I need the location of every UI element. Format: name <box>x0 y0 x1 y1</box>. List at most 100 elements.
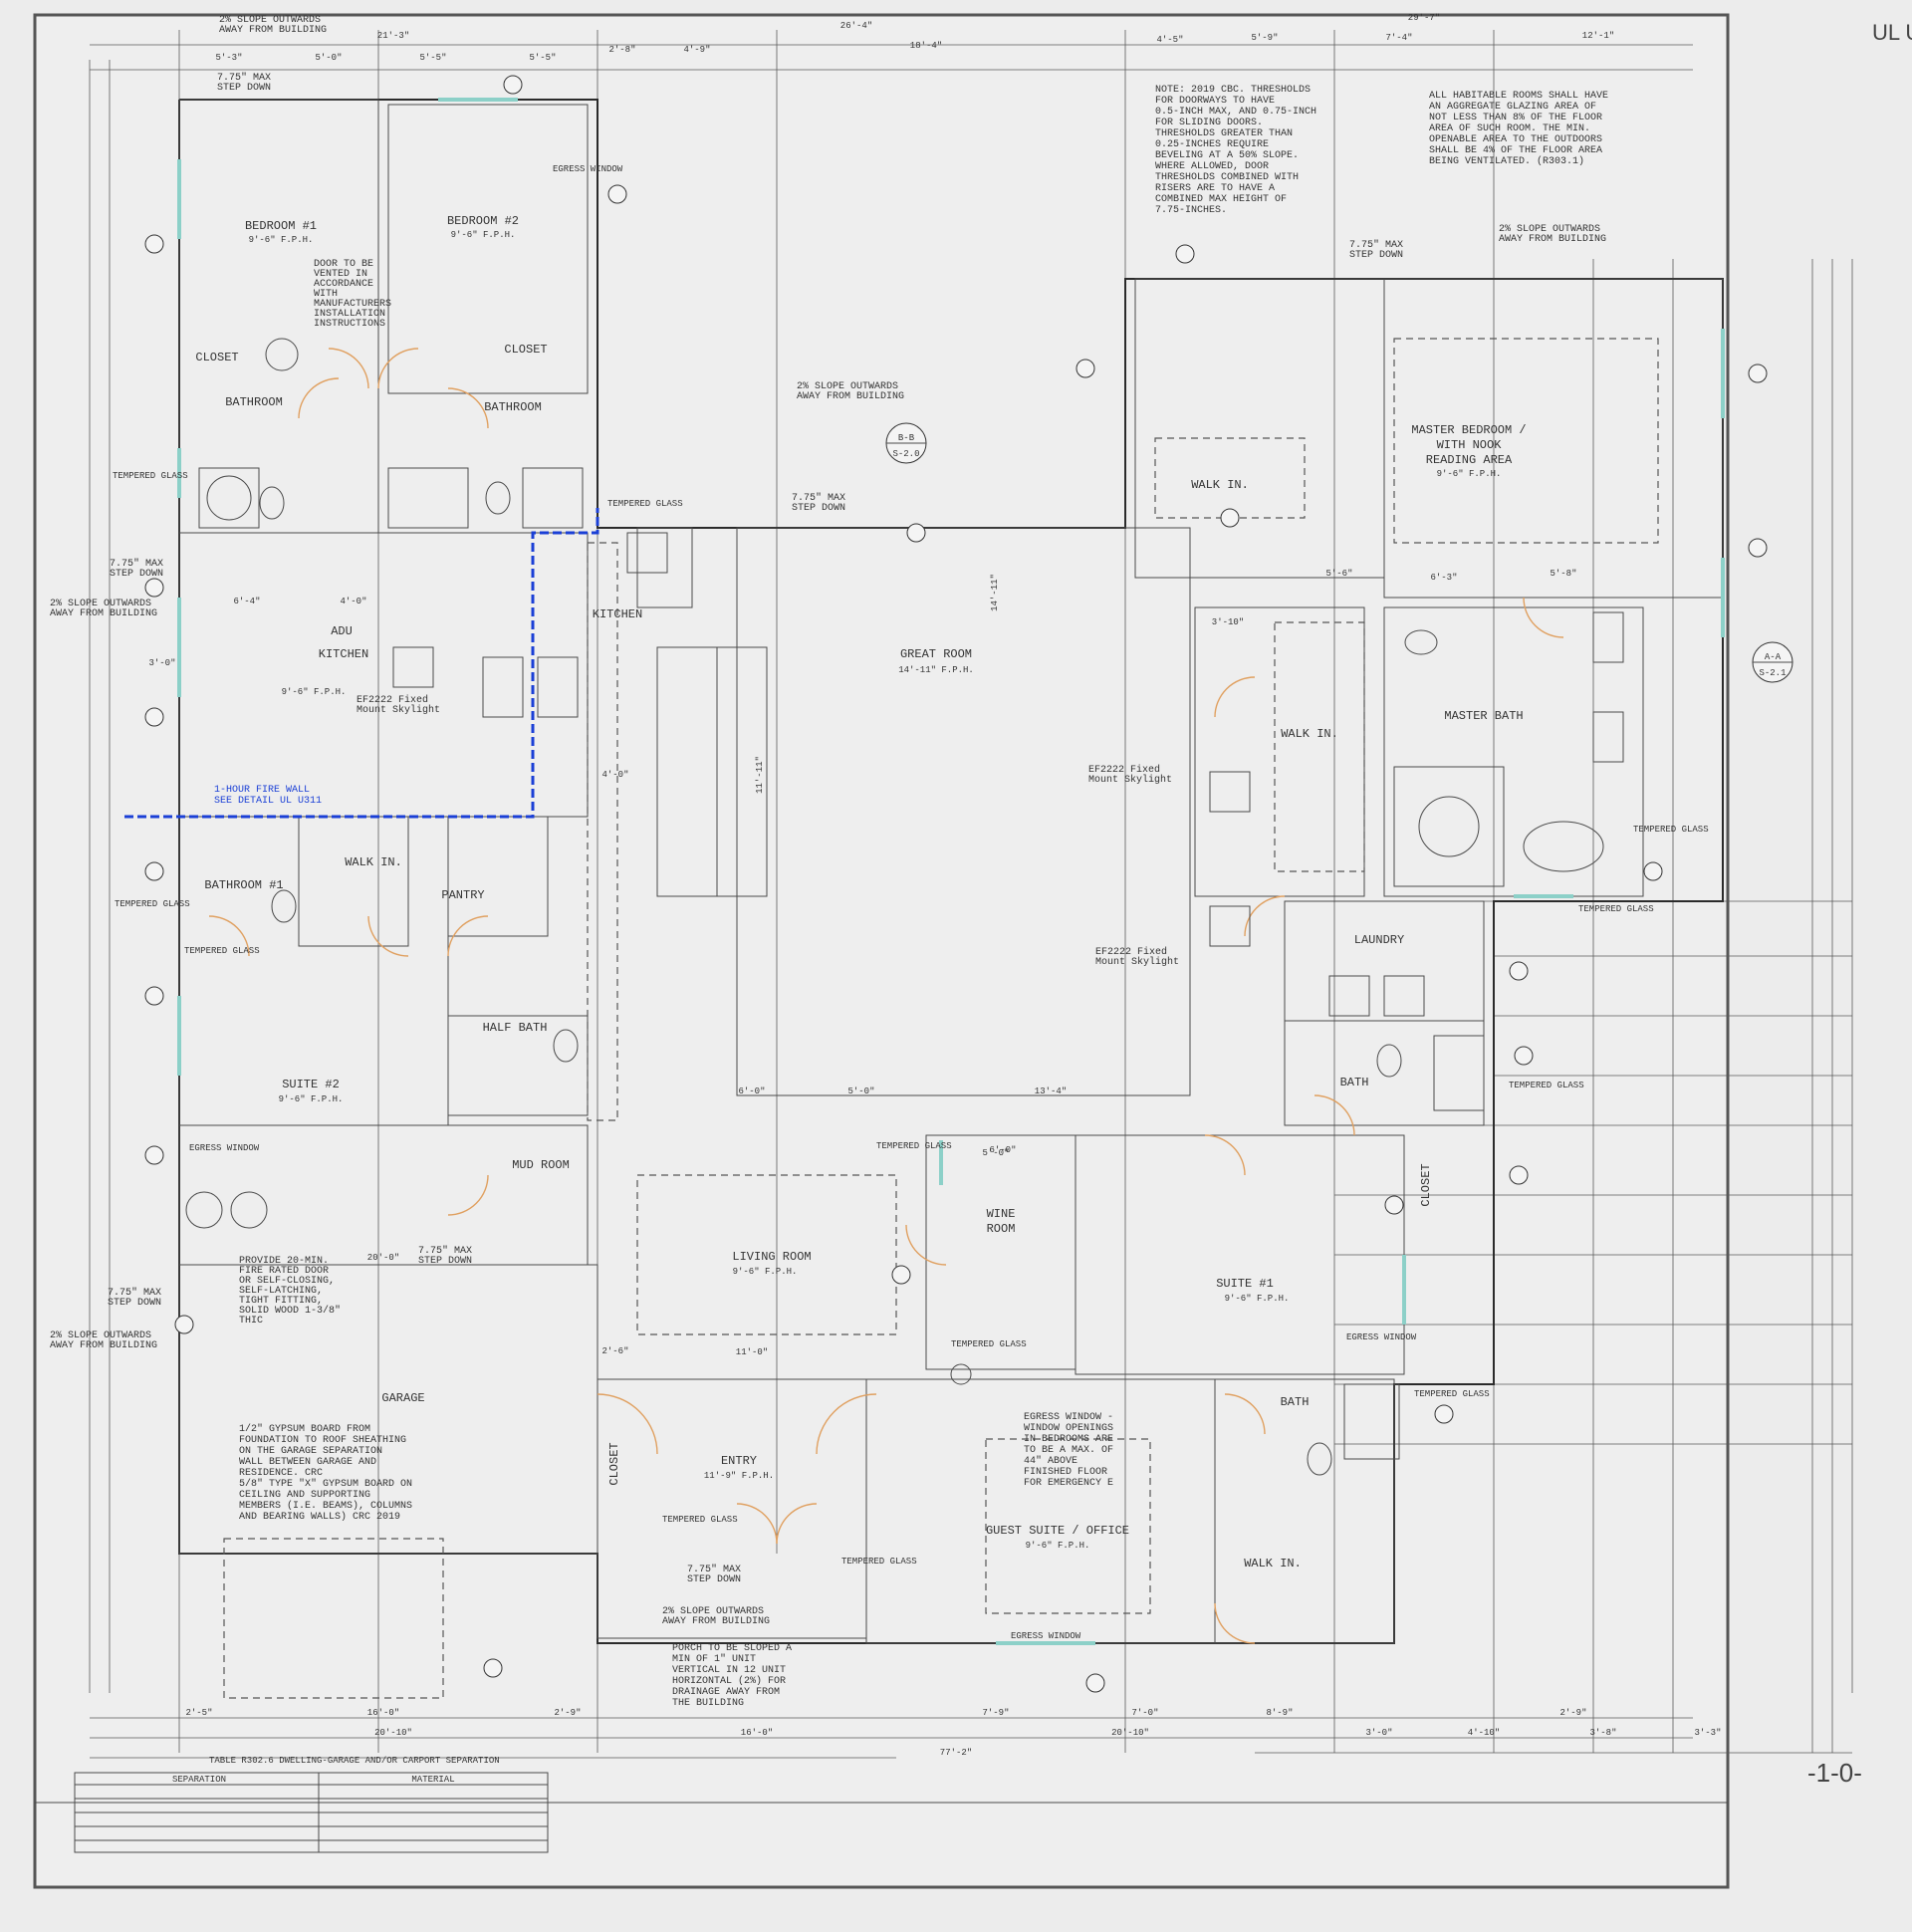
cbc-note-line: BEVELING AT A 50% SLOPE. <box>1155 150 1299 161</box>
suite1-height: 9'-6" F.P.H. <box>1225 1294 1290 1304</box>
garage-gypsum-note-line: WALL BETWEEN GARAGE AND <box>239 1457 376 1468</box>
fixtures <box>185 338 1624 1476</box>
skylight-adu-line: EF2222 Fixed <box>357 694 428 706</box>
interior-dimension: 3'-10" <box>1212 617 1244 627</box>
garage-gypsum-note-line: 1/2" GYPSUM BOARD FROM <box>239 1423 370 1435</box>
glazing-note-line: OPENABLE AREA TO THE OUTDOORS <box>1429 134 1602 145</box>
svg-text:TEMPERED GLASS: TEMPERED GLASS <box>951 1339 1027 1349</box>
top-dimension: 4'-5" <box>1156 35 1183 45</box>
garage-gypsum-note-line: AND BEARING WALLS) CRC 2019 <box>239 1511 400 1523</box>
dashed-outlines <box>223 338 1659 1699</box>
sheet-border <box>33 13 1730 1889</box>
living-room-height: 9'-6" F.P.H. <box>733 1267 798 1277</box>
top-dimension: 29'-7" <box>1408 13 1440 23</box>
svg-text:TEMPERED GLASS: TEMPERED GLASS <box>1633 825 1709 835</box>
slope-left-line: 2% SLOPE OUTWARDS <box>50 599 151 609</box>
svg-text:EGRESS WINDOW: EGRESS WINDOW <box>189 1143 260 1153</box>
porch-note-line: PORCH TO BE SLOPED A <box>672 1643 792 1654</box>
bottom-dimension: 3'-0" <box>1365 1728 1392 1738</box>
slope-left-line: AWAY FROM BUILDING <box>50 608 157 619</box>
cbc-note-line: WHERE ALLOWED, DOOR <box>1155 161 1269 172</box>
svg-text:TEMPERED GLASS: TEMPERED GLASS <box>1509 1081 1584 1090</box>
svg-text:TEMPERED GLASS: TEMPERED GLASS <box>841 1557 917 1567</box>
wine-room-line2: ROOM <box>987 1222 1016 1236</box>
slope-right-line: 2% SLOPE OUTWARDS <box>1499 224 1600 235</box>
door-vent-note-line: INSTRUCTIONS <box>314 319 385 330</box>
top-dimension: 5'-5" <box>419 53 446 63</box>
bottom-dimension: 16'-0" <box>367 1708 399 1718</box>
bath-right-label: BATH <box>1340 1076 1369 1089</box>
garage-gypsum-note-line: RESIDENCE. CRC <box>239 1468 323 1479</box>
porch-note-line: MIN OF 1" UNIT <box>672 1653 756 1665</box>
bedroom1-height: 9'-6" F.P.H. <box>249 235 314 245</box>
porch-note-line: VERTICAL IN 12 UNIT <box>672 1665 786 1676</box>
top-dimensions: 21'-3"26'-4"29'-7"18'-4"12'-1"7'-4"5'-9"… <box>215 13 1614 63</box>
glazing-note-line: BEING VENTILATED. (R303.1) <box>1429 155 1584 167</box>
interior-dimension: 13'-4" <box>1035 1087 1067 1096</box>
section-marker-b: B-B S-2.0 <box>885 422 927 464</box>
egress-note-line: IN BEDROOMS ARE <box>1024 1434 1113 1445</box>
kitchen-label: KITCHEN <box>593 607 642 621</box>
fire-wall-note-line: 1-HOUR FIRE WALL <box>214 785 310 796</box>
bathroom-upper-mid-label: BATHROOM <box>484 400 542 414</box>
keynote-tags <box>144 75 1768 1693</box>
interior-dimension: 4'-0" <box>340 597 366 606</box>
fire-door-note-line: THIC <box>239 1316 263 1327</box>
closet4-label: CLOSET <box>607 1442 621 1485</box>
glazing-note-line: ALL HABITABLE ROOMS SHALL HAVE <box>1429 91 1608 102</box>
interior-dimension: 20'-0" <box>367 1253 399 1263</box>
top-dimension: 26'-4" <box>840 21 872 31</box>
step-porch-line: 7.75" MAX <box>687 1564 741 1575</box>
door-vent-note-line: ACCORDANCE <box>314 279 373 290</box>
svg-text:TEMPERED GLASS: TEMPERED GLASS <box>876 1141 952 1151</box>
interior-dimension: 4'-0" <box>601 770 628 780</box>
pantry-label: PANTRY <box>441 888 484 902</box>
great-room-height: 14'-11" F.P.H. <box>898 665 974 675</box>
fire-door-note-line: SELF-LATCHING, <box>239 1286 323 1297</box>
title-block: UL U <box>1872 20 1912 438</box>
egress-note-line: 44" ABOVE <box>1024 1455 1077 1467</box>
slope-mid-line: AWAY FROM BUILDING <box>797 391 904 402</box>
svg-text:MATERIAL: MATERIAL <box>411 1775 454 1785</box>
slope-right-line: AWAY FROM BUILDING <box>1499 234 1606 245</box>
step-right-line: 7.75" MAX <box>1349 239 1403 251</box>
top-dimension: 4'-9" <box>683 45 710 55</box>
bathroom-upper-left-label: BATHROOM <box>225 395 283 409</box>
interior-dimension: 5'-0" <box>982 1148 1009 1158</box>
interior-dimension: 6'-0" <box>989 1145 1016 1155</box>
suite2-height: 9'-6" F.P.H. <box>279 1094 344 1104</box>
top-dimension: 5'-9" <box>1251 33 1278 43</box>
cbc-note-line: 7.75-INCHES. <box>1155 205 1227 216</box>
room-labels: BEDROOM #1 9'-6" F.P.H. BEDROOM #2 9'-6"… <box>195 214 1526 1570</box>
svg-text:S-2.0: S-2.0 <box>892 449 919 459</box>
closet1-label: CLOSET <box>195 351 238 364</box>
egress-note-line: WINDOW OPENINGS <box>1024 1423 1113 1434</box>
bottom-dimension: 7'-9" <box>982 1708 1009 1718</box>
cbc-note-line: THRESHOLDS COMBINED WITH <box>1155 172 1299 183</box>
master-bedroom-height: 9'-6" F.P.H. <box>1437 469 1502 479</box>
skylight-adu-line: Mount Skylight <box>357 704 440 716</box>
porch-note-line: HORIZONTAL (2%) FOR <box>672 1675 786 1687</box>
fire-door-note-line: OR SELF-CLOSING, <box>239 1276 335 1287</box>
bottom-dimension: 2'-5" <box>185 1708 212 1718</box>
living-room-label: LIVING ROOM <box>732 1250 811 1264</box>
cbc-note-line: FOR DOORWAYS TO HAVE <box>1155 96 1275 107</box>
cbc-note-line: RISERS ARE TO HAVE A <box>1155 183 1275 194</box>
door-swings <box>208 348 1564 1644</box>
glazing-note-line: SHALL BE 4% OF THE FLOOR AREA <box>1429 145 1602 156</box>
bottom-dimension: 20'-10" <box>374 1728 412 1738</box>
top-dimension: 21'-3" <box>377 31 409 41</box>
suite2-label: SUITE #2 <box>282 1078 340 1091</box>
step-left-line: STEP DOWN <box>110 569 163 580</box>
bottom-dimensions: 2'-5"16'-0"2'-9"20'-10"16'-0"7'-9"7'-0"2… <box>185 1347 1721 1758</box>
fire-wall-line <box>124 508 599 819</box>
step-mud-line: STEP DOWN <box>418 1256 472 1267</box>
mud-room-label: MUD ROOM <box>512 1158 570 1172</box>
bottom-dimension: 2'-9" <box>554 1708 581 1718</box>
